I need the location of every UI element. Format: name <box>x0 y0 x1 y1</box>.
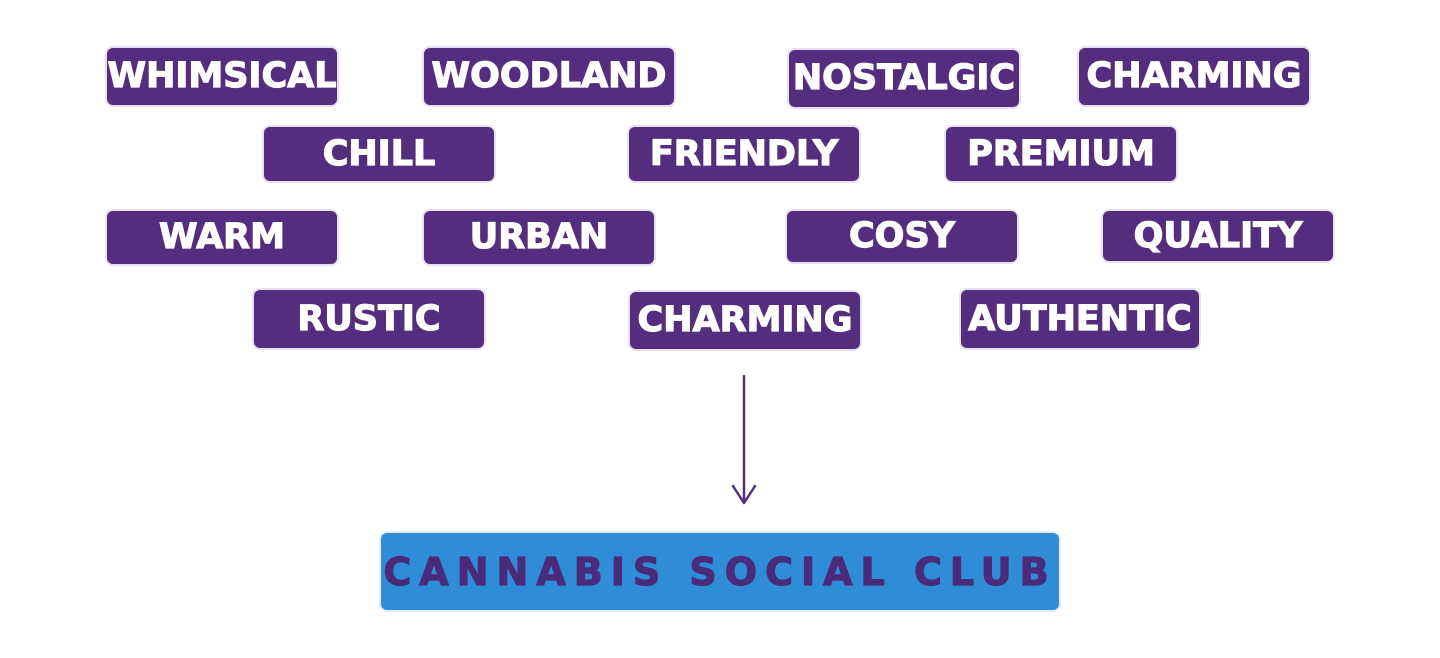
tag-rustic: RUSTIC <box>252 288 486 350</box>
tag-warm: WARM <box>105 209 339 266</box>
tag-woodland: WOODLAND <box>422 46 676 107</box>
tag-cosy: COSY <box>785 209 1019 264</box>
tag-charming: CHARMING <box>628 290 862 351</box>
tag-authentic: AUTHENTIC <box>959 288 1201 350</box>
tag-friendly: FRIENDLY <box>627 125 861 183</box>
tag-quality: QUALITY <box>1101 209 1335 263</box>
tag-charming: CHARMING <box>1077 46 1311 107</box>
tag-premium: PREMIUM <box>944 125 1178 183</box>
down-arrow <box>731 374 757 505</box>
tag-chill: CHILL <box>262 125 496 183</box>
tag-whimsical: WHIMSICAL <box>105 46 339 107</box>
tag-urban: URBAN <box>422 209 656 266</box>
cannabis-social-club-box: CANNABIS SOCIAL CLUB <box>379 531 1061 612</box>
tag-nostalgic: NOSTALGIC <box>787 48 1021 109</box>
